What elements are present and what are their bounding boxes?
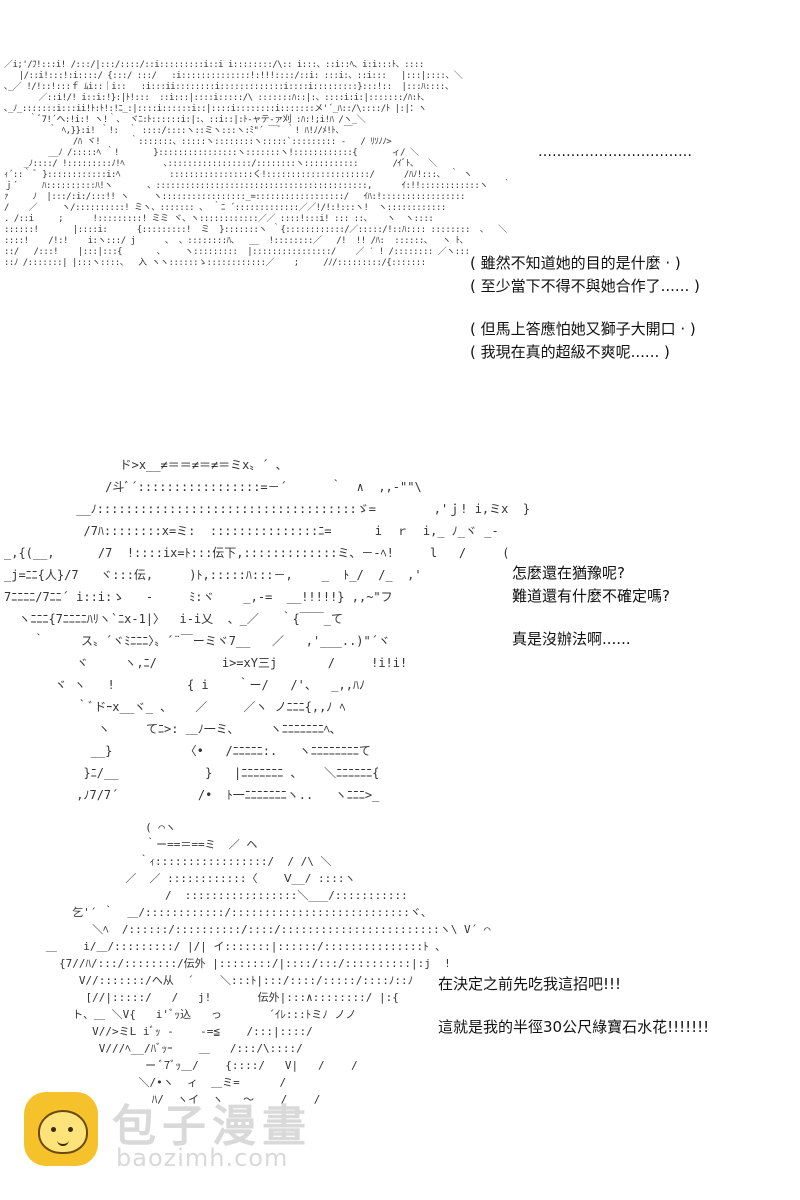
panel-3: ( ⌒ヽ ｀ー==＝==ミ ／ ヘ ｀ｨ:::::::::::::::::/ /… [0,815,800,1200]
dialog-line: 怎麼還在猶豫呢? [512,564,625,582]
ascii-art-line: ､_ﾉ_:::::::i:::ii!ﾄ:ﾄ!:!ﾆ_:|::::i::::::i… [4,104,427,114]
ascii-art-line: . /::i ; !:::::::::! ミミ ヾ、ヽ::::::::::::／… [4,214,434,224]
ascii-art-line: V///ﾍ__/ﾊﾞｯｰ ＿ /:::/\::::/ [6,1042,303,1055]
ascii-art-line: _ﾉ::::/ !:::::::::ﾉ!ﾍ ､:::::::::::::::::… [4,159,438,169]
ascii-art-line: 乞'´ ｀ ＿/::::::::::::/:::::::::::::::::::… [6,906,432,919]
watermark-url: baozimh.com [116,1144,289,1172]
ascii-art-line: __ﾉ /:::::ﾍ ｀! }::::::::::::::::ヽ:::::::… [4,148,419,158]
dialog-line: ( 雖然不知道她的目的是什麼 · ) [470,254,681,272]
ascii-art-line: /斗ﾞ´:::::::::::::::::=－´ ｀ ∧ ,,-""\ [4,480,422,494]
dialog-line: 這就是我的半徑30公尺綠寶石水花!!!!!!! [438,1018,710,1036]
dialog-spacer [438,996,709,1016]
ascii-art-line: |/::i!:::!:i::::/ {:::/ :::/ :i:::::::::… [4,71,463,81]
bun-face [38,1110,88,1154]
dialog-line: ( 我現在真的超級不爽呢...... ) [470,343,670,361]
ascii-art-line: ／::i!/! i::i:!}:|ﾄ!::: ::i:::|::::i:::::… [4,93,430,103]
ascii-art-line: V//>ミL iﾞｯ ‐ ‐=≦ /:::|::::/ [6,1025,313,1038]
ascii-art-line: ＿ i/＿/:::::::::/ |/| イ:::::::|::::::/:::… [6,940,441,953]
dialog-box-3: 在決定之前先吃我這招吧!!! 這就是我的半徑30公尺綠寶石水花!!!!!!! [438,973,709,1039]
ascii-art-line: ｊ´ ﾊ::::::::::ﾊ!ヽ 、:::::::::::::::::::::… [4,181,512,191]
ascii-art-character-1: ／i;'/ﾌ!:::i! /:::/|:::/::::/::i:::::::::… [4,60,512,269]
site-watermark: 包子漫畫 baozimh.com [20,1088,320,1178]
ascii-art-line: ／i;'/ﾌ!:::i! /:::/|:::/::::/::i:::::::::… [4,60,424,70]
ascii-art-line: ｀ﾞ7!´ヘ:!i:! ヽ!｀、 ヾﾆ:ﾄ::::::i:|:、::i::|:ﾄ… [4,115,366,125]
ascii-art-line: __} 〈• /ﾆﾆﾆﾆﾆ:. ヽﾆﾆﾆﾆﾆﾆﾆﾆて [4,744,371,758]
mascot-eye-right [68,1127,73,1132]
ascii-art-line: __ﾉ::::::::::::::::::::::::::::::::::::ゞ… [4,502,531,516]
ascii-art-line: ::::::! |::::i: {:::::::::! ミ }:::::::ヽ … [4,225,507,235]
ascii-art-line: ／ ／ ::::::::::::〈 Ⅴ__/ ::::ヽ [6,872,356,885]
ascii-art-line: ＼/•ヽ ィ ＿ミ= / [6,1076,287,1089]
ascii-art-line: ｀ｨ:::::::::::::::::/ / /\ ＼ [6,855,332,868]
ascii-art-line: ト、＿ ＼V{ i'ﾞｯ込 っ ´ｲﾚ:::ﾄミﾉ ノノ [6,1008,357,1021]
ascii-art-line: ﾊ/ ヽイ ヽ ～ / / [6,1093,321,1106]
dialog-line: ( 但馬上答應怕她又獅子大開口 · ) [470,320,696,338]
dialog-box-1: ( 雖然不知道她的目的是什麼 · ) ( 至少當下不得不與她合作了...... )… [470,252,700,364]
ascii-art-line: / ／ ヽ/::::::::::! ミヽ、::::::: 、 ｀ﾆ ´:::::… [4,203,446,213]
ascii-art-line: ､_／ !/!::!:::ｆ ﾑi::｜i:: :i:::ii::::::::i… [4,82,454,92]
ascii-art-line: ｧ ﾉ |:::/:i:/:::!! ヽ ヽ:::::::::::::::::_… [4,192,465,202]
ascii-art-line: ::ﾉ /:::::::| |:::ヽ::::、 入 ヽヽ::::::ゝ::::… [4,258,426,268]
ascii-art-line: ヽﾆﾆﾆ{7ﾆﾆﾆﾆﾊﾘヽ`ﾆx-1|〉 i-i乂 、_／ ｀{￣￣_て [4,612,343,626]
panel-2: ド>x__≠＝＝≠＝≠＝ミx〟´ ､ /斗ﾞ´:::::::::::::::::… [0,440,800,810]
ascii-art-line: }ﾆ/__ } |ﾆﾆﾆﾆﾆﾆﾆ 、 ＼ﾆﾆﾆﾆﾆﾆ{ [4,766,380,780]
bun-mascot-icon [24,1092,98,1166]
ascii-art-line: ::/ /:::! |:::|:::{ 、 ヽ::::::::: |::::::… [4,247,470,257]
dialog-spacer [512,608,670,628]
dialog-spacer [470,298,700,318]
ascii-art-character-2: ド>x__≠＝＝≠＝≠＝ミx〟´ ､ /斗ﾞ´:::::::::::::::::… [4,454,530,806]
ascii-art-line: ヾ ヽ,ﾆ/ i>=xY三j / !i!i! [4,656,408,670]
ascii-art-character-3: ( ⌒ヽ ｀ー==＝==ミ ／ ヘ ｀ｨ:::::::::::::::::/ /… [6,819,491,1108]
ascii-art-line: ,ﾉ7/7´ /• ﾄ一ﾆﾆﾆﾆﾆﾆﾆヽ.. ヽﾆﾆﾆ>_ [4,788,380,802]
ascii-art-line: ヽ てﾆ>: ＿ﾉ一ミ､ ヽﾆﾆﾆﾆﾆﾆﾆﾍ､ [4,722,336,736]
watermark-title: 包子漫畫 [112,1101,312,1152]
ascii-art-line: ー ﾞ7ﾞｯ＿/ {::::/ V| / / [6,1059,358,1072]
ascii-art-line: [//|:::::/ / j! 伝外|:::∧::::::::/ |:{ [6,991,399,1004]
ascii-art-line: {7//ﾊ/:::/::::::::/伝外 |::::::::/|::::/::… [6,957,451,970]
ascii-art-line: _,{(__, /7 !::::ix=ﾄ:::伝下,:::::::::::::ミ… [4,546,510,560]
ascii-art-line: V//:::::::/ヘ从 ´ ＼:::ﾄ|:::/::::/:::::/:::… [6,974,414,987]
dialog-line: 在決定之前先吃我這招吧!!! [438,975,622,993]
dialog-line: 難道還有什麼不確定嗎? [512,587,670,605]
ascii-art-line: ( ⌒ヽ [6,821,176,834]
panel-1: ／i;'/ﾌ!:::i! /:::/|:::/::::/::i:::::::::… [0,0,800,420]
ascii-art-line: ｀ ス〟´ヾﾐﾆﾆﾆ〉〟´¨￣ーミヾ7__ ／ ,'___..)"´ヾ [4,634,390,648]
ascii-art-line: 7ﾆﾆﾆﾆ/7ﾆﾆ´ i::i:ゝ ‐ ﾐ:ヾ _,-= __!!!!!} ,,… [4,590,393,604]
dialog-line: ( 至少當下不得不與她合作了...... ) [470,277,700,295]
ascii-art-line: /ﾊ ヾ! ｀:::::::、:::::ヽ::::::::ヽ:::::`::::… [4,137,392,147]
ascii-art-line: ｀ﾞドｰx__ヾ_ ､ ／ ／ヽ ノﾆﾆﾆ{,,ﾉ ﾍ [4,700,346,714]
ascii-art-line: ド>x__≠＝＝≠＝≠＝ミx〟´ ､ [4,458,282,472]
ascii-art-line: ヾ ヽ ! { i ｀ー/ /'、 _,,ﾊﾉ [4,678,365,692]
ascii-art-line: / :::::::::::::::::＼___/::::::::::: [6,889,408,902]
ellipsis-text: …………………………… [538,144,692,160]
dialog-box-2: 怎麼還在猶豫呢? 難道還有什麼不確定嗎? 真是沒辦法啊...... [512,562,670,651]
ascii-art-line: /7ﾊ::::::::x=ミ: :::::::::::::::ﾆ= i ｒ i,… [4,524,499,538]
mascot-mouth [57,1138,69,1146]
ascii-art-line: ＼ﾍ /::::::/::::::::::/::::/:::::::::::::… [6,923,491,936]
ascii-art-line: ｀ー==＝==ミ ／ ヘ [6,838,258,851]
mascot-eye-left [51,1127,56,1132]
dialog-line: 真是沒辦法啊...... [512,630,631,648]
ascii-art-line: ｀ ﾍ,}}:i! ｀!: ｀ ::::/::::ヽ::ミヽ:::ヽ:ﾐ"´ ￣… [4,126,353,136]
ascii-art-line: _j=ﾆﾆ{人}/7 ヾ:::伝, )ﾄ,:::::ﾊ:::－, _ ﾄ_/ /… [4,568,422,582]
ascii-art-line: ::::! /!:! i:ヽ:::/ j ､ 、::::::::ﾊ、 __ !:… [4,236,469,246]
ascii-art-line: ｨ´::｀ ﾞ }::::::::::::i:ﾍ :::::::::::::::… [4,170,472,180]
